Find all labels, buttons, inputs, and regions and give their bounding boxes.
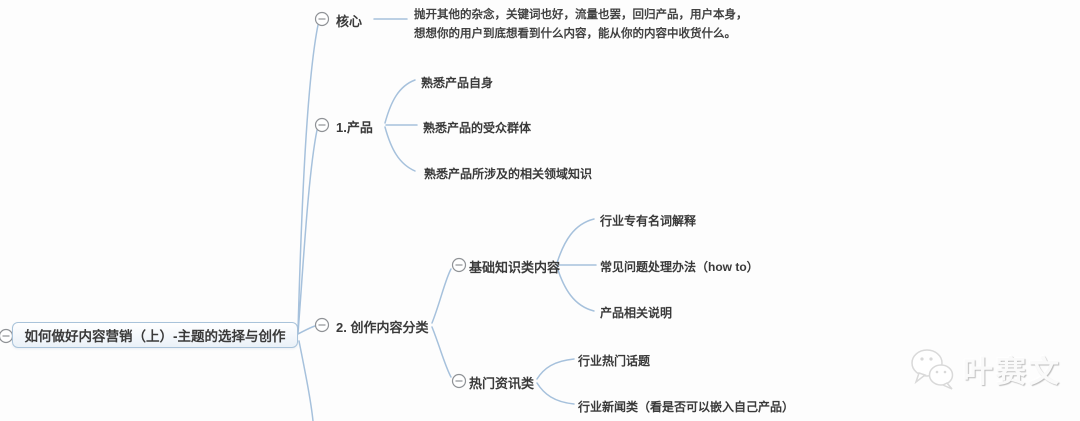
- core-note-line1: 抛开其他的杂念，关键词也好，流量也罢，回归产品，用户本身，: [414, 9, 748, 21]
- collapse-icon-core[interactable]: [314, 11, 330, 27]
- watermark-text: 叶赛文: [963, 356, 1062, 389]
- leaf-product-self[interactable]: 熟悉产品自身: [421, 76, 494, 90]
- leaf-hot-topics[interactable]: 行业热门话题: [578, 354, 651, 368]
- core-note[interactable]: 抛开其他的杂念，关键词也好，流量也罢，回归产品，用户本身， 想想你的用户到底想看…: [414, 6, 748, 44]
- connector-creation-basic: [431, 268, 452, 324]
- leaf-product-domain-knowledge[interactable]: 熟悉产品所涉及的相关领域知识: [424, 167, 593, 181]
- connector-basic-child3: [556, 266, 595, 312]
- core-note-line2: 想想你的用户到底想看到什么内容，能从你的内容中收货什么。: [414, 28, 736, 40]
- leaf-product-audience[interactable]: 熟悉产品的受众群体: [423, 121, 532, 135]
- collapse-icon-hot-info[interactable]: [451, 373, 467, 389]
- connector-creation-hot: [431, 326, 452, 378]
- leaf-howto-faq[interactable]: 常见问题处理办法（how to）: [600, 260, 759, 274]
- collapse-icon-basic-knowledge[interactable]: [451, 257, 467, 273]
- connector-hot-child2: [536, 382, 575, 405]
- connector-root-product: [297, 129, 318, 334]
- collapse-icon-root[interactable]: [0, 328, 14, 344]
- connector-root-creation: [297, 325, 316, 335]
- root-topic[interactable]: 如何做好内容营销（上）-主题的选择与创作: [12, 322, 298, 348]
- connector-lines: [297, 18, 597, 421]
- connector-product-child3: [384, 126, 416, 172]
- connector-product-child1: [384, 79, 416, 124]
- collapse-icon-product[interactable]: [314, 117, 330, 133]
- leaf-industry-news[interactable]: 行业新闻类（看是否可以嵌入自己产品）: [578, 400, 795, 414]
- branch-creation[interactable]: 2. 创作内容分类: [336, 320, 429, 335]
- subtopic-basic-knowledge[interactable]: 基础知识类内容: [469, 260, 561, 275]
- leaf-product-docs[interactable]: 产品相关说明: [600, 306, 673, 320]
- leaf-industry-terms[interactable]: 行业专有名词解释: [600, 214, 697, 228]
- connector-root-core: [297, 24, 319, 332]
- connector-hot-child1: [536, 358, 575, 380]
- branch-product[interactable]: 1.产品: [336, 120, 373, 135]
- branch-core[interactable]: 核心: [336, 14, 363, 29]
- connector-root-offscreen: [298, 340, 314, 421]
- collapse-icon-creation[interactable]: [314, 317, 330, 333]
- subtopic-hot-info[interactable]: 热门资讯类: [469, 376, 535, 391]
- watermark: 叶赛文: [908, 347, 1062, 391]
- wechat-icon: [911, 349, 954, 390]
- root-topic-label: 如何做好内容营销（上）-主题的选择与创作: [24, 329, 286, 344]
- connector-basic-child1: [556, 218, 595, 264]
